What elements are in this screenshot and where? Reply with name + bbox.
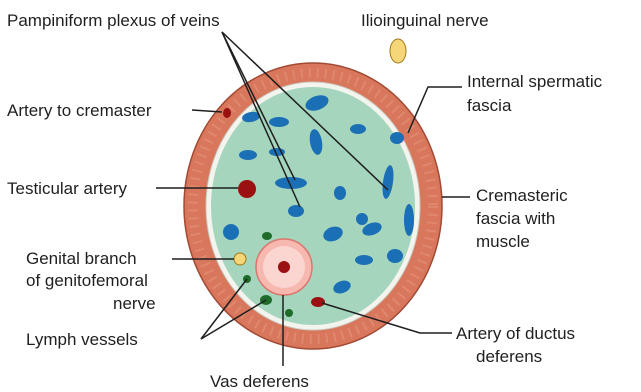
vein [288, 205, 304, 217]
vein [404, 204, 414, 236]
ilioinguinal-nerve [390, 39, 406, 63]
artery-to-cremaster [223, 108, 231, 118]
label-ilioinguinal: Ilioinguinal nerve [361, 11, 489, 30]
cord-interior [211, 87, 415, 325]
vas-deferens-lumen [278, 261, 290, 273]
vein [387, 249, 403, 263]
vein [334, 186, 346, 200]
label-cremasteric-line2: fascia with [476, 209, 555, 228]
label-testicular-artery: Testicular artery [7, 179, 127, 198]
vein [239, 150, 257, 160]
label-ductus-line2: deferens [476, 347, 542, 366]
label-genital-line1: Genital branch [26, 249, 137, 268]
label-genital-line3: nerve [113, 294, 156, 313]
label-ductus-line1: Artery of ductus [456, 324, 575, 343]
label-internal-line2: fascia [467, 96, 512, 115]
lymph-vessel [262, 232, 272, 240]
label-internal-line1: Internal spermatic [467, 72, 603, 91]
vein [355, 255, 373, 265]
label-lymph: Lymph vessels [26, 330, 138, 349]
genital-branch-nerve [234, 253, 246, 265]
vein [269, 117, 289, 127]
vein [390, 132, 404, 144]
label-vas-deferens: Vas deferens [210, 372, 309, 391]
label-cremasteric-line1: Cremasteric [476, 186, 568, 205]
label-artery-to-cremaster: Artery to cremaster [7, 101, 152, 120]
vein [356, 213, 368, 225]
label-cremasteric-line3: muscle [476, 232, 530, 251]
lymph-vessel [285, 309, 293, 317]
label-pampiniform: Pampiniform plexus of veins [7, 11, 220, 30]
testicular-artery [238, 180, 256, 198]
label-genital-line2: of genitofemoral [26, 271, 148, 290]
vein [223, 224, 239, 240]
vein [350, 124, 366, 134]
artery-of-ductus-deferens [311, 297, 325, 307]
